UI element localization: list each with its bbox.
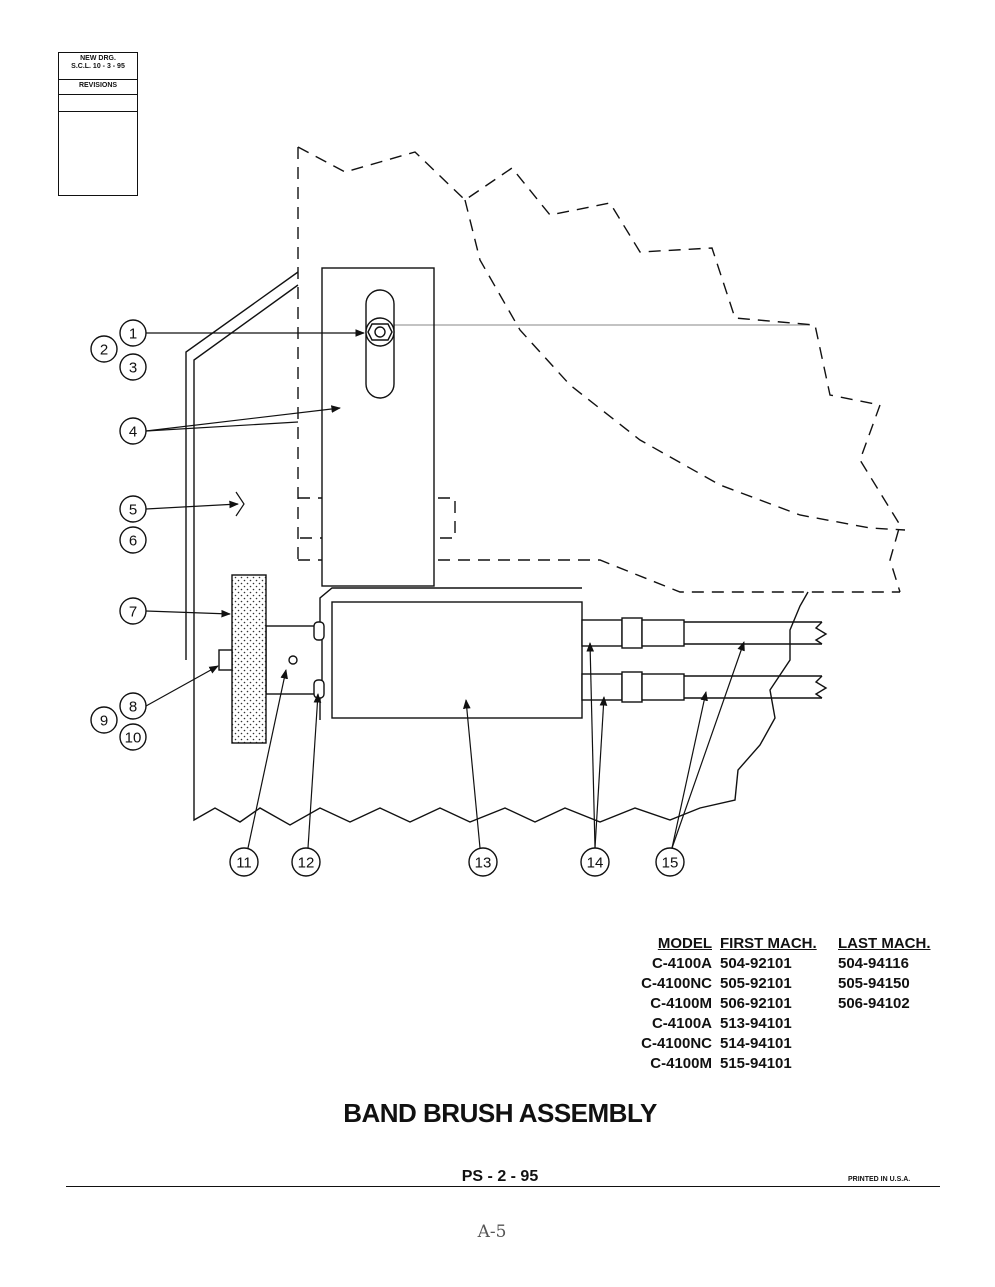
last-mach-cell: 506-94102 xyxy=(838,995,910,1012)
revisions-label: REVISIONS xyxy=(59,80,137,95)
callout-5: 5 xyxy=(129,502,137,519)
revision-block: NEW DRG. S.C.L. 10 - 3 - 95 REVISIONS xyxy=(58,52,138,196)
header-first-mach: FIRST MACH. xyxy=(720,935,817,952)
callout-11: 11 xyxy=(236,855,252,872)
break-line xyxy=(193,591,809,826)
table-row: C-4100M 506-92101 506-94102 xyxy=(620,994,931,1014)
callout-3: 3 xyxy=(129,360,137,377)
table-row: C-4100A 513-94101 xyxy=(620,1014,931,1034)
model-cell: C-4100NC xyxy=(641,975,712,992)
table-row: C-4100NC 514-94101 xyxy=(620,1034,931,1054)
callout-8: 8 xyxy=(129,699,137,716)
side-guard xyxy=(185,271,299,660)
callout-7: 7 xyxy=(129,604,137,621)
first-mach-cell: 506-92101 xyxy=(720,995,792,1012)
first-mach-cell: 515-94101 xyxy=(720,1055,792,1072)
revision-header: NEW DRG. S.C.L. 10 - 3 - 95 xyxy=(59,53,137,80)
revision-header-line1: NEW DRG. xyxy=(80,55,116,62)
callout-4: 4 xyxy=(129,424,137,441)
brush-motor xyxy=(331,601,583,719)
model-cell: C-4100M xyxy=(650,1055,712,1072)
table-row: C-4100NC 505-92101 505-94150 xyxy=(620,974,931,994)
last-mach-cell xyxy=(838,1014,931,1034)
callout-numbers: 1 2 3 4 5 6 7 8 9 10 11 12 13 14 15 xyxy=(100,326,679,872)
page-number: PS - 2 - 95 xyxy=(461,1168,539,1185)
callout-2: 2 xyxy=(100,342,108,359)
table-row: C-4100M 515-94101 xyxy=(620,1054,931,1074)
callout-10: 10 xyxy=(125,730,142,747)
revision-blank-row xyxy=(59,95,137,112)
first-mach-cell: 504-92101 xyxy=(720,955,792,972)
band-brush xyxy=(231,574,267,744)
revision-header-line2: S.C.L. 10 - 3 - 95 xyxy=(71,63,125,70)
hoses xyxy=(684,621,828,699)
leader-lines xyxy=(145,329,745,849)
model-cell: C-4100NC xyxy=(641,1035,712,1052)
model-cell: C-4100A xyxy=(651,1015,712,1032)
last-mach-cell: 504-94116 xyxy=(838,955,909,972)
callout-1: 1 xyxy=(129,326,137,343)
model-cell: C-4100A xyxy=(651,955,712,972)
callout-bubbles xyxy=(90,319,685,877)
drawing-title: BAND BRUSH ASSEMBLY xyxy=(343,1098,657,1128)
machine-body-outline xyxy=(297,146,906,593)
hose-fittings xyxy=(581,617,685,703)
first-mach-cell: 505-92101 xyxy=(720,975,792,992)
cap-screw-icon xyxy=(365,317,395,347)
brush-nut xyxy=(218,649,233,671)
model-serial-table: MODEL FIRST MACH. LAST MACH. C-4100A 504… xyxy=(620,934,931,1074)
first-mach-cell: 513-94101 xyxy=(720,1015,792,1032)
header-model: MODEL xyxy=(657,935,712,952)
callout-9: 9 xyxy=(100,713,108,730)
callout-12: 12 xyxy=(298,855,315,872)
callout-14: 14 xyxy=(587,855,604,872)
table-row: C-4100A 504-92101 504-94116 xyxy=(620,954,931,974)
first-mach-cell: 514-94101 xyxy=(720,1035,792,1052)
last-mach-cell xyxy=(838,1054,931,1074)
callout-15: 15 xyxy=(662,855,679,872)
footer-rule xyxy=(66,1186,940,1187)
table-header-row: MODEL FIRST MACH. LAST MACH. xyxy=(620,934,931,954)
printed-in-usa-note: PRINTED IN U.S.A. xyxy=(848,1176,911,1183)
model-cell: C-4100M xyxy=(650,995,712,1012)
last-mach-cell xyxy=(838,1034,931,1054)
last-mach-cell: 505-94150 xyxy=(838,975,910,992)
callout-13: 13 xyxy=(475,855,492,872)
handwritten-page-note: A-5 xyxy=(477,1222,507,1242)
header-last-mach: LAST MACH. xyxy=(838,935,931,952)
callout-6: 6 xyxy=(129,533,137,550)
motor-shaft xyxy=(265,621,325,699)
